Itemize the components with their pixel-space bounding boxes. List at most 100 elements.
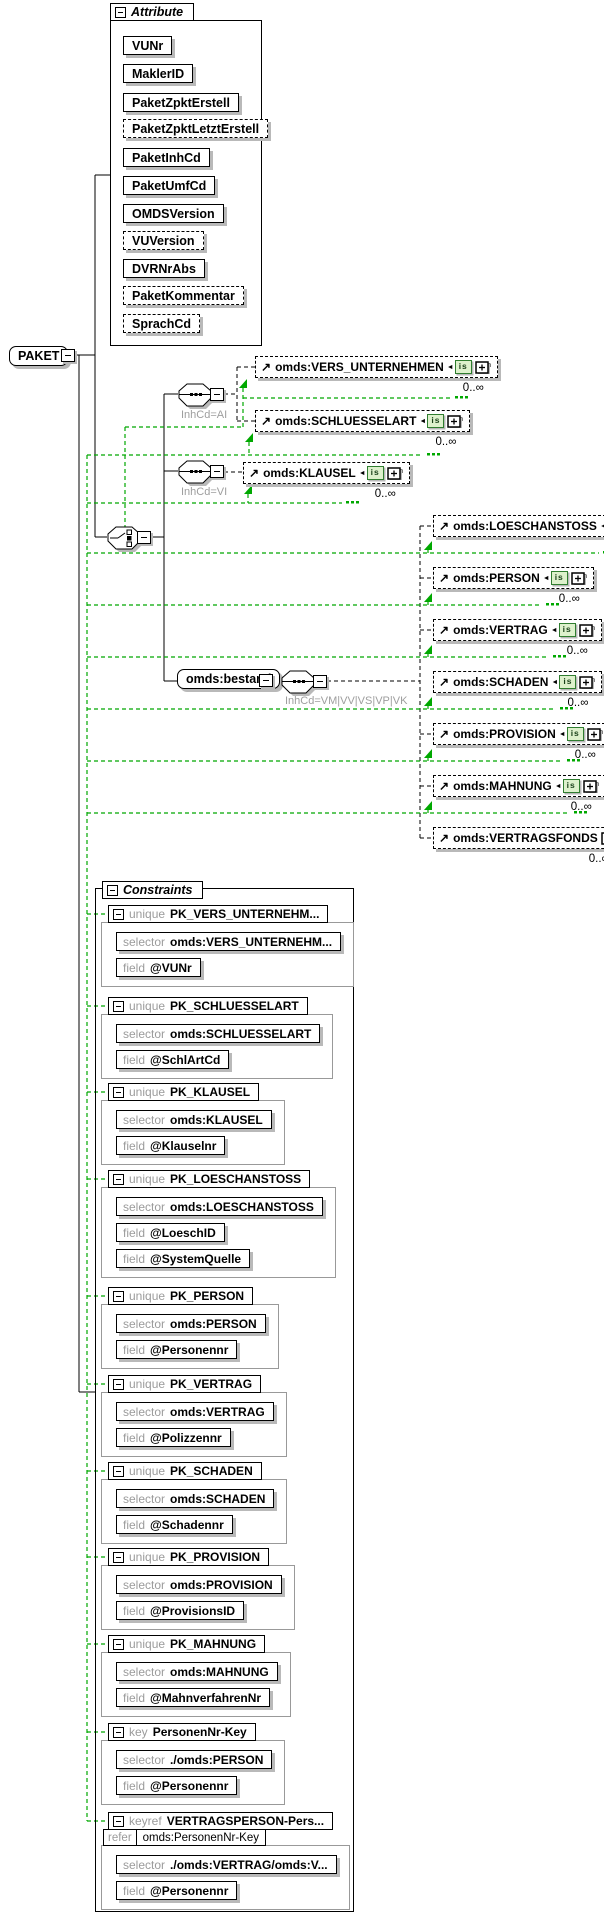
- collapse-icon[interactable]: [259, 674, 273, 687]
- element-ref[interactable]: ↗ omds:VERS_UNTERNEHMEN ◄is: [255, 356, 498, 378]
- field-row[interactable]: field@SchlArtCd: [116, 1050, 230, 1069]
- attribute-box[interactable]: PaketKommentar: [123, 286, 244, 305]
- element-bestand[interactable]: omds:bestand: [177, 669, 281, 689]
- attribute-box[interactable]: PaketInhCd: [123, 148, 210, 167]
- constraint-header[interactable]: unique PK_VERTRAG: [108, 1375, 262, 1393]
- field-row[interactable]: field@Schadennr: [116, 1515, 233, 1534]
- constraint-header[interactable]: unique PK_KLAUSEL: [108, 1083, 260, 1101]
- collapse-icon[interactable]: [313, 675, 327, 688]
- field-row[interactable]: field@Personennr: [116, 1881, 238, 1900]
- refer-row[interactable]: refer omds:PersonenNr-Key: [103, 1829, 266, 1846]
- constraint-header[interactable]: unique PK_PROVISION: [108, 1548, 270, 1566]
- collapse-icon[interactable]: [210, 388, 224, 401]
- field-row[interactable]: field@MahnverfahrenNr: [116, 1688, 271, 1707]
- collapse-icon[interactable]: [113, 1290, 124, 1302]
- constraint-header[interactable]: unique PK_LOESCHANSTOSS: [108, 1170, 311, 1188]
- attribute-box[interactable]: PaketUmfCd: [123, 176, 216, 195]
- collapse-icon[interactable]: [113, 1551, 124, 1563]
- collapse-icon[interactable]: [107, 884, 118, 896]
- attribute-box[interactable]: VUVersion: [123, 231, 204, 250]
- sequence-compositor[interactable]: [178, 460, 216, 492]
- attribute-box[interactable]: PaketZpktErstell: [123, 93, 239, 112]
- element-ref[interactable]: ↗ omds:PERSON ◄is: [433, 567, 594, 589]
- constraint-header[interactable]: unique PK_PERSON: [108, 1287, 254, 1305]
- element-ref[interactable]: ↗ omds:VERTRAG ◄is: [433, 619, 602, 641]
- field-value: @Klauselnr: [150, 1138, 217, 1153]
- constraint-header[interactable]: unique PK_MAHNUNG: [108, 1635, 266, 1653]
- collapse-icon[interactable]: [61, 349, 75, 362]
- element-ref[interactable]: ↗ omds:MAHNUNG ◄is: [433, 775, 604, 797]
- collapse-icon[interactable]: [113, 1378, 124, 1390]
- element-ref[interactable]: ↗ omds:KLAUSEL ◄is: [243, 462, 410, 484]
- expand-icon[interactable]: [579, 623, 596, 638]
- element-ref[interactable]: ↗ omds:SCHADEN ◄is: [433, 671, 603, 693]
- field-row[interactable]: field@Klauselnr: [116, 1136, 226, 1155]
- constraint-name: PK_VERS_UNTERNEHM...: [170, 907, 320, 921]
- collapse-icon[interactable]: [113, 1173, 124, 1185]
- selector-row[interactable]: selector./omds:VERTRAG/omds:V...: [116, 1855, 337, 1874]
- constraint-header[interactable]: unique PK_SCHLUESSELART: [108, 997, 308, 1015]
- occurrence-label: 0..∞: [567, 697, 589, 709]
- expand-icon[interactable]: [475, 360, 492, 375]
- root-element-paket[interactable]: PAKET: [9, 346, 69, 366]
- field-row[interactable]: field@Personennr: [116, 1776, 238, 1795]
- expand-icon[interactable]: [579, 675, 596, 690]
- attribute-box[interactable]: MaklerID: [123, 64, 194, 83]
- attribute-box[interactable]: PaketZpktLetztErstell: [123, 119, 269, 138]
- attribute-box[interactable]: DVRNrAbs: [123, 259, 205, 278]
- sequence-compositor[interactable]: [178, 383, 216, 415]
- attribute-box[interactable]: VUNr: [123, 36, 173, 55]
- constraint-header[interactable]: key PersonenNr-Key: [108, 1723, 256, 1741]
- attribute-box[interactable]: SprachCd: [123, 314, 201, 333]
- field-row[interactable]: field@SystemQuelle: [116, 1249, 251, 1268]
- constraint-kind: unique: [129, 999, 166, 1013]
- expand-icon[interactable]: [387, 466, 404, 481]
- collapse-icon[interactable]: [113, 1638, 124, 1650]
- element-ref-arrow-icon: ↗: [439, 779, 450, 793]
- condition-label: InhCd=VI: [181, 486, 228, 498]
- sequence-compositor[interactable]: [281, 670, 319, 702]
- selector-row[interactable]: selector./omds:PERSON: [116, 1750, 273, 1769]
- collapse-icon[interactable]: [210, 465, 224, 478]
- element-ref[interactable]: ↗ omds:VERTRAGSFONDS: [433, 827, 604, 849]
- constraint-header[interactable]: keyref VERTRAGSPERSON-Pers...: [108, 1812, 334, 1830]
- attribute-box[interactable]: OMDSVersion: [123, 204, 224, 223]
- collapse-icon[interactable]: [113, 1086, 124, 1098]
- field-row[interactable]: field@Polizzennr: [116, 1428, 231, 1447]
- field-row[interactable]: field@ProvisionsID: [116, 1601, 245, 1620]
- field-row[interactable]: field@VUNr: [116, 958, 201, 977]
- constraint-header[interactable]: unique PK_VERS_UNTERNEHM...: [108, 905, 329, 923]
- field-row[interactable]: field@LoeschID: [116, 1223, 225, 1242]
- attributes-panel-header[interactable]: Attribute: [110, 3, 195, 21]
- collapse-icon[interactable]: [113, 1726, 124, 1738]
- element-ref[interactable]: ↗ omds:SCHLUESSELART ◄is: [255, 410, 471, 432]
- field-row[interactable]: field@Personennr: [116, 1340, 238, 1359]
- collapse-icon[interactable]: [113, 1000, 124, 1012]
- expand-icon[interactable]: [571, 571, 588, 586]
- element-ref[interactable]: ↗ omds:PROVISION ◄is: [433, 723, 604, 745]
- expand-icon[interactable]: [447, 414, 464, 429]
- expand-icon[interactable]: [583, 779, 600, 794]
- collapse-icon[interactable]: [137, 531, 151, 544]
- collapse-icon[interactable]: [113, 908, 124, 920]
- constraint-name: VERTRAGSPERSON-Pers...: [166, 1814, 325, 1828]
- element-ref-row: ↗ omds:KLAUSEL ◄is 0..∞: [243, 462, 410, 500]
- constraints-panel-header[interactable]: Constraints: [102, 881, 204, 899]
- collapse-icon[interactable]: [113, 1815, 124, 1827]
- expand-icon[interactable]: [587, 727, 604, 742]
- collapse-icon[interactable]: [115, 6, 126, 18]
- element-ref[interactable]: ↗ omds:LOESCHANSTOSS ◄is: [433, 515, 604, 537]
- choice-compositor[interactable]: [107, 526, 145, 558]
- collapse-icon[interactable]: [113, 1465, 124, 1477]
- constraint-header[interactable]: unique PK_SCHADEN: [108, 1462, 262, 1480]
- constraint-kind: unique: [129, 1550, 166, 1564]
